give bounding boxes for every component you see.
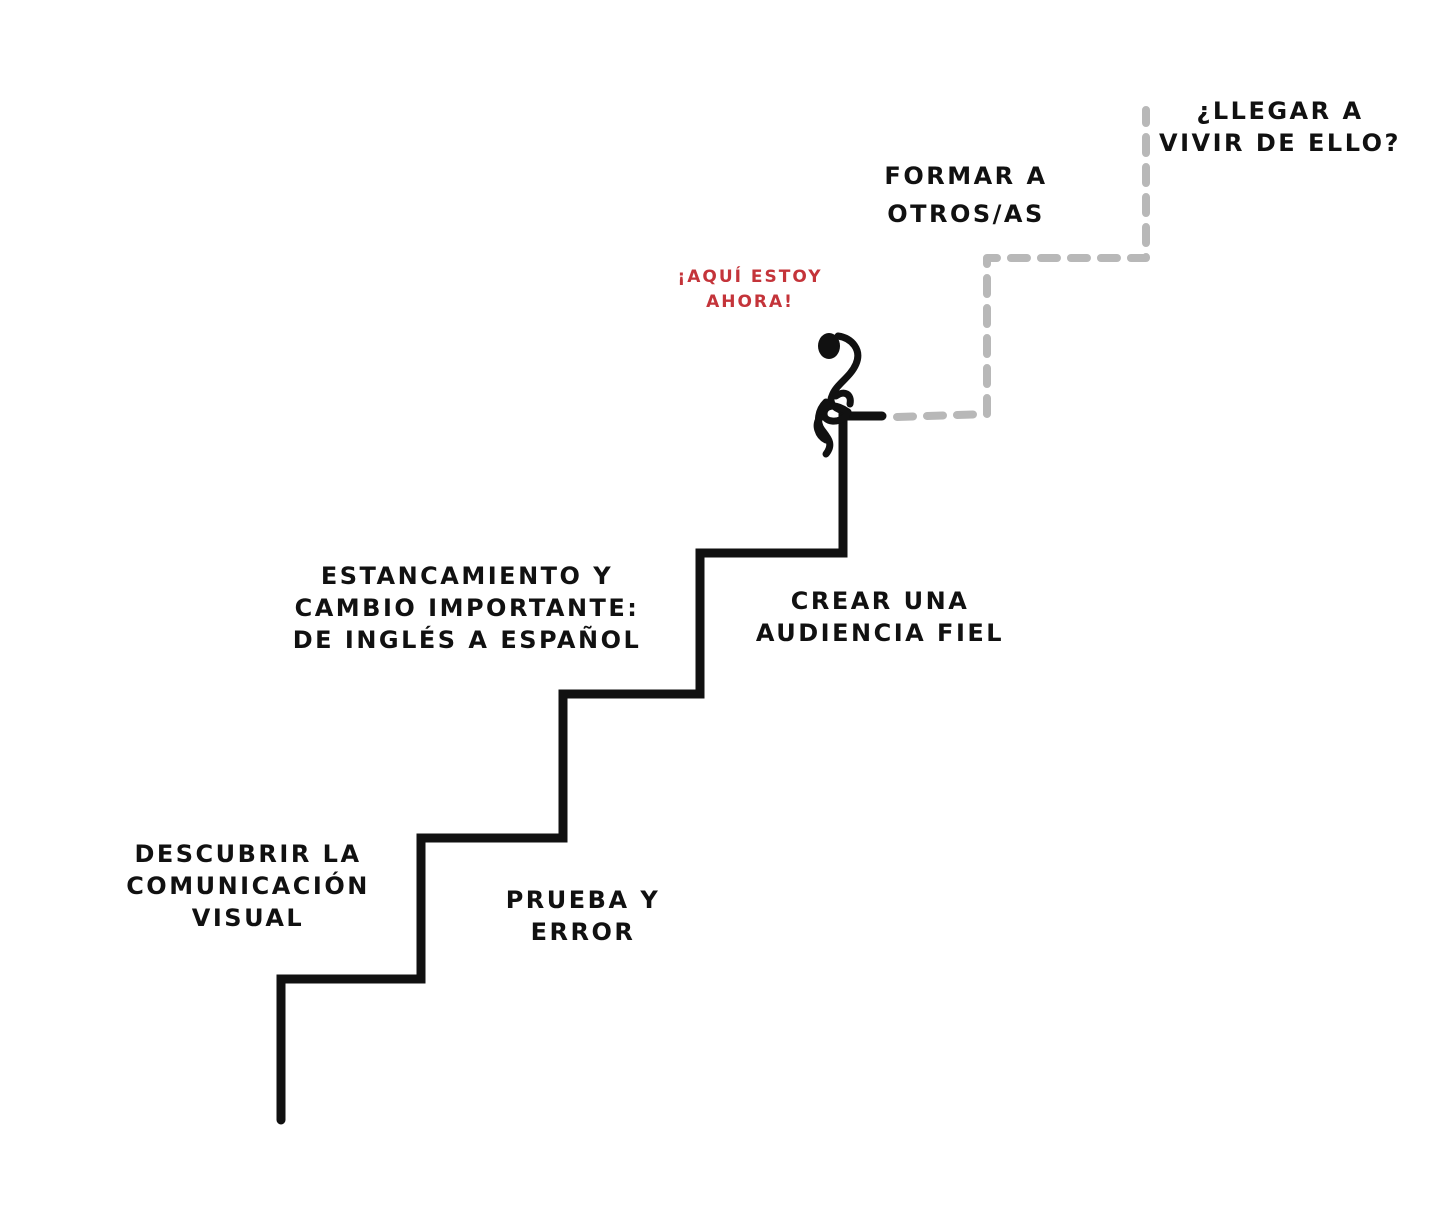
step-label-line: AUDIENCIA FIEL xyxy=(755,619,1005,647)
step-label-line: COMUNICACIÓN xyxy=(126,872,370,900)
step-label-descubrir: DESCUBRIR LA COMUNICACIÓN VISUAL xyxy=(126,838,370,934)
sitting-stick-figure-icon xyxy=(813,332,862,458)
step-label-prueba: PRUEBA Y ERROR xyxy=(506,884,661,948)
step-label-line: CREAR UNA xyxy=(790,587,970,615)
future-label-line: ¿LLEGAR A xyxy=(1196,97,1364,125)
step-label-line: ESTANCAMIENTO Y xyxy=(320,562,614,590)
marker-line: ¡AQUÍ ESTOY xyxy=(677,267,823,287)
step-label-line: DESCUBRIR LA xyxy=(134,840,362,868)
step-label-line: DE INGLÉS A ESPAÑOL xyxy=(292,626,642,654)
future-label-line: FORMAR A xyxy=(884,162,1048,190)
future-label-line: VIVIR DE ELLO? xyxy=(1159,129,1401,157)
completed-stairs-path xyxy=(276,411,887,1125)
step-label-line: PRUEBA Y xyxy=(505,886,661,914)
step-label-line: VISUAL xyxy=(191,904,305,932)
marker-line: AHORA! xyxy=(706,292,794,312)
future-label-line: OTROS/AS xyxy=(887,200,1045,228)
step-label-audiencia: CREAR UNA AUDIENCIA FIEL xyxy=(756,585,1004,649)
current-position-marker: ¡AQUÍ ESTOY AHORA! xyxy=(677,265,822,315)
future-step-label-formar: FORMAR A OTROS/AS xyxy=(884,157,1047,233)
future-step-label-vivir: ¿LLEGAR A VIVIR DE ELLO? xyxy=(1159,95,1401,159)
step-label-estancamiento: ESTANCAMIENTO Y CAMBIO IMPORTANTE: DE IN… xyxy=(293,560,642,656)
step-label-line: CAMBIO IMPORTANTE: xyxy=(294,594,640,622)
future-stairs-path xyxy=(893,106,1150,421)
step-label-line: ERROR xyxy=(530,918,636,946)
